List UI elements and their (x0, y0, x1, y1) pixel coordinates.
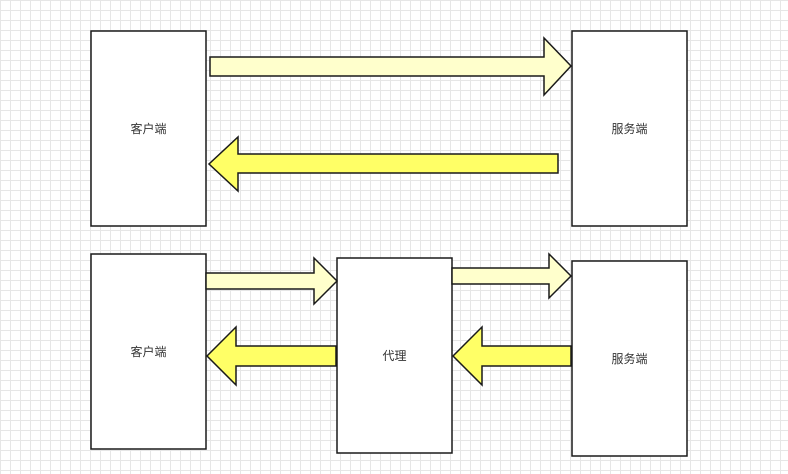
top-response-arrow (207, 135, 559, 193)
top-request-arrow (209, 36, 573, 97)
bottom-client-box (90, 253, 207, 450)
top-client-label: 客户端 (130, 121, 166, 136)
top-client-box (90, 30, 207, 227)
bottom-proxy-to-server-arrow (451, 252, 573, 300)
top-server-box (571, 30, 688, 227)
bottom-server-box (571, 260, 688, 457)
bottom-server-label: 服务端 (611, 351, 647, 366)
bottom-proxy-box (336, 257, 453, 454)
top-diagram: 客户端 服务端 (90, 30, 688, 227)
bottom-client-label: 客户端 (130, 344, 166, 359)
bottom-server-to-proxy-arrow (451, 325, 572, 387)
bottom-proxy-to-client-arrow (205, 325, 337, 387)
top-server-label: 服务端 (611, 121, 647, 136)
bottom-proxy-label: 代理 (382, 349, 406, 363)
bottom-client-to-proxy-arrow (205, 256, 339, 306)
bottom-diagram: 客户端 代理 服务端 (90, 252, 688, 457)
